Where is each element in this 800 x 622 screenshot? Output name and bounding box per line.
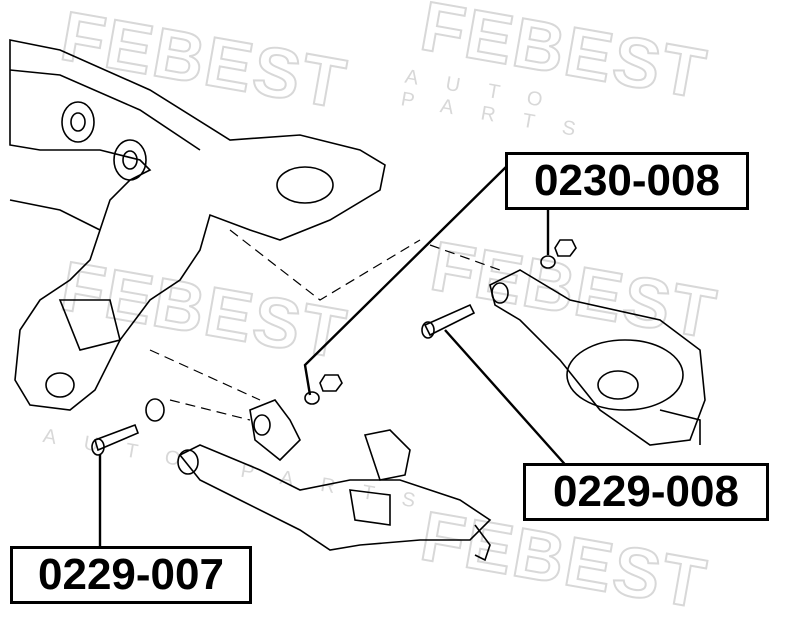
bolt-0229-008: [421, 303, 476, 339]
upper-control-arm: [489, 269, 706, 446]
nut-0230-008-lower: [304, 374, 343, 405]
callout-0229-007: 0229-007: [10, 546, 252, 604]
leader-lines: [98, 164, 571, 548]
callout-0230-008: 0230-008: [505, 152, 749, 210]
subframe: [9, 39, 386, 411]
callout-0229-008: 0229-008: [523, 463, 769, 521]
bolt-0229-007: [91, 398, 165, 456]
lower-control-arm: [177, 399, 492, 562]
nut-0230-008: [540, 239, 577, 269]
